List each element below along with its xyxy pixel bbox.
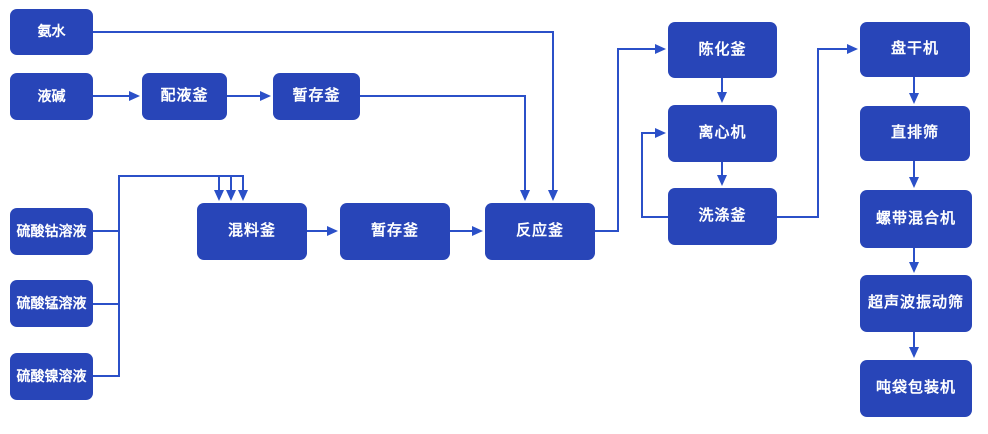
edge-nickel-sulfate-to-mixing-kettle <box>93 175 248 377</box>
edge-reaction-kettle-to-aging-kettle <box>595 44 666 232</box>
node-label-ammonia: 氨水 <box>37 23 66 40</box>
node-label-buffer-kettle-1: 暂存釜 <box>292 87 341 105</box>
node-buffer-kettle-1: 暂存釜 <box>273 73 360 120</box>
node-label-nickel-sulfate: 硫酸镍溶液 <box>16 367 87 384</box>
node-manganese-sulfate: 硫酸锰溶液 <box>10 280 93 327</box>
node-disc-dryer: 盘干机 <box>860 22 970 77</box>
node-label-straight-sieve: 直排筛 <box>890 124 939 142</box>
node-label-washing-kettle: 洗涤釜 <box>698 207 747 225</box>
node-label-ultrasonic-sieve: 超声波振动筛 <box>867 294 964 312</box>
node-label-ribbon-mixer: 螺带混合机 <box>875 209 956 227</box>
edge-buffer-kettle-1-to-reaction-kettle <box>360 95 530 201</box>
node-ribbon-mixer: 螺带混合机 <box>860 190 972 248</box>
node-label-aging-kettle: 陈化釜 <box>698 40 747 58</box>
edge-washing-kettle-to-centrifuge <box>641 128 668 218</box>
node-washing-kettle: 洗涤釜 <box>668 188 777 245</box>
node-ammonia: 氨水 <box>10 9 93 55</box>
node-label-mixing-kettle: 混料釜 <box>227 222 276 240</box>
node-label-reaction-kettle: 反应釜 <box>515 222 564 240</box>
node-ultrasonic-sieve: 超声波振动筛 <box>860 275 972 332</box>
node-straight-sieve: 直排筛 <box>860 106 970 161</box>
node-label-ton-bag-packer: 吨袋包装机 <box>875 379 956 397</box>
node-reaction-kettle: 反应釜 <box>485 203 595 260</box>
node-liquid-caustic: 液碱 <box>10 73 93 120</box>
node-buffer-kettle-2: 暂存釜 <box>340 203 450 260</box>
edge-ammonia-to-reaction-kettle <box>93 31 558 201</box>
node-centrifuge: 离心机 <box>668 105 777 162</box>
node-label-cobalt-sulfate: 硫酸钴溶液 <box>16 222 87 239</box>
node-aging-kettle: 陈化釜 <box>668 22 777 78</box>
node-label-liquid-caustic: 液碱 <box>37 87 66 104</box>
node-label-centrifuge: 离心机 <box>698 124 747 142</box>
edge-washing-kettle-to-disc-dryer <box>777 44 858 218</box>
node-mixing-kettle: 混料釜 <box>197 203 307 260</box>
node-label-manganese-sulfate: 硫酸锰溶液 <box>16 294 87 311</box>
node-cobalt-sulfate: 硫酸钴溶液 <box>10 208 93 255</box>
node-dispensing-kettle: 配液釜 <box>142 73 227 120</box>
node-nickel-sulfate: 硫酸镍溶液 <box>10 353 93 400</box>
node-label-buffer-kettle-2: 暂存釜 <box>370 222 419 240</box>
node-label-disc-dryer: 盘干机 <box>890 40 939 58</box>
node-ton-bag-packer: 吨袋包装机 <box>860 360 972 417</box>
node-label-dispensing-kettle: 配液釜 <box>160 87 209 105</box>
